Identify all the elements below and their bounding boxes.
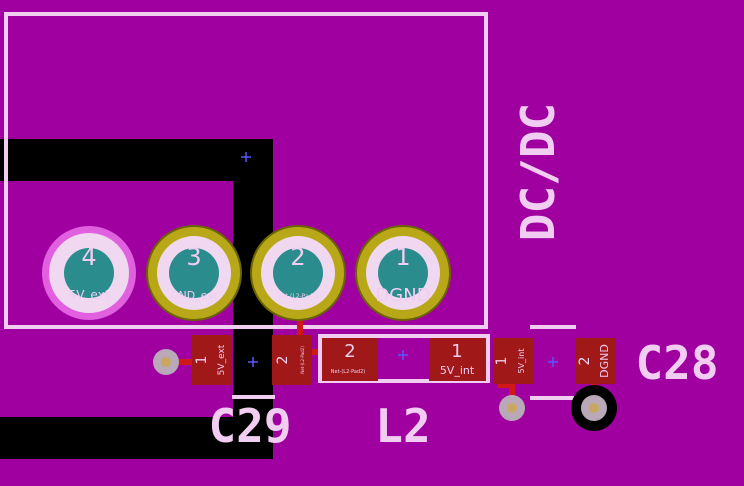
anchor-cross-icon (548, 357, 558, 367)
c28-pad-2[interactable] (575, 338, 615, 384)
pad-net-label: Net-(L2-Pad2) (331, 369, 366, 375)
c29-pad-1[interactable] (192, 335, 232, 385)
pad-number: 1 (194, 356, 210, 365)
pad-number: 2 (577, 357, 593, 366)
pin-net-label: 5V_ext (69, 288, 110, 302)
anchor-cross-icon (398, 350, 408, 360)
l2-outline (318, 334, 490, 383)
module-pin-2[interactable]: 2 Net-(L2-Pad2) (250, 225, 346, 321)
c29-ref-label: C29 (208, 399, 291, 453)
pad-number: 1 (494, 357, 510, 366)
pad-number: 1 (451, 341, 462, 362)
l2-pad-2[interactable] (322, 338, 378, 381)
pin-number: 4 (81, 243, 96, 271)
pad-net-label: DGND (598, 344, 611, 378)
anchor-cross-icon (248, 357, 258, 367)
l2-ref-label: L2 (375, 399, 430, 453)
pin-net-label: Net-(L2-Pad2) (277, 293, 318, 300)
c29-capacitor[interactable]: 1 5V_ext 2 Net-(L2-Pad2) C29 (192, 335, 312, 453)
pin-number: 3 (186, 243, 201, 271)
module-pin-4[interactable]: 4 5V_ext (42, 226, 136, 320)
c29-pad-2[interactable] (272, 335, 312, 385)
pad-net-label: Net-(L2-Pad2) (300, 346, 305, 374)
pad-net-label: 5V_int (440, 364, 475, 377)
copper-track-top[interactable] (0, 139, 272, 181)
pin-net-label: GND_ext (170, 289, 219, 302)
pad-number: 2 (275, 356, 291, 365)
l2-inductor[interactable]: 2 Net-(L2-Pad2) 1 5V_int L2 (318, 334, 490, 453)
pad-net-label: 5V_int (517, 349, 526, 374)
module-pin-1[interactable]: 1 DGND (355, 225, 451, 321)
copper-track-bottom[interactable] (0, 417, 273, 459)
c28-ref-label: C28 (635, 336, 718, 390)
l2-pad-1[interactable] (429, 338, 486, 381)
anchor-cross-icon (241, 152, 251, 162)
module-outline (4, 12, 488, 329)
via-c29-left[interactable] (153, 349, 179, 375)
pin-net-label: DGND (375, 285, 430, 306)
via-c28-left[interactable] (499, 395, 525, 421)
c28-capacitor[interactable]: 1 5V_int 2 DGND C28 (493, 325, 719, 400)
module-ref-label: DC/DC (511, 103, 565, 241)
pad-net-label: 5V_ext (217, 344, 227, 375)
pad-number: 2 (344, 341, 355, 362)
via-c28-right[interactable] (571, 385, 617, 431)
module-pin-3[interactable]: 3 GND_ext (146, 225, 242, 321)
c28-pad-1[interactable] (493, 338, 533, 384)
pin-number: 2 (290, 243, 305, 271)
pin-number: 1 (395, 243, 410, 271)
